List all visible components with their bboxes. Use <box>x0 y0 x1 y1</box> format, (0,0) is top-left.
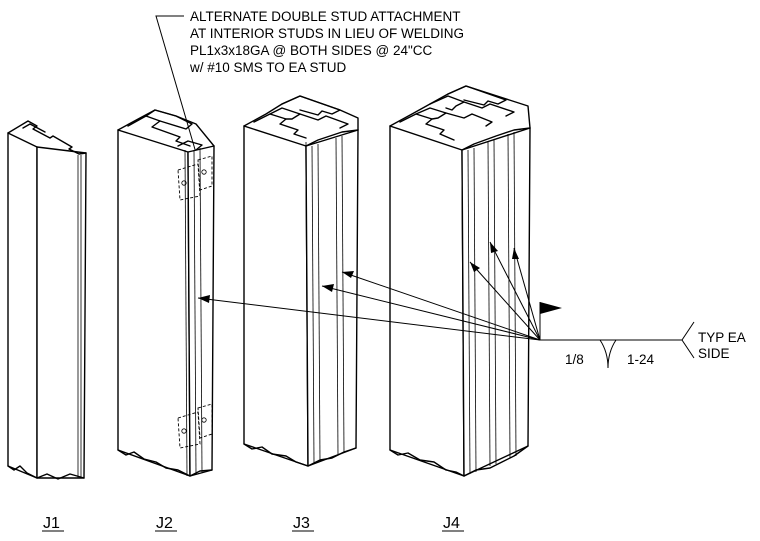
weld-length-pitch: 1-24 <box>627 352 655 367</box>
weld-tail-note-line-2: SIDE <box>698 346 730 361</box>
label-j3: J3 <box>293 515 310 532</box>
stud-j1 <box>7 120 87 480</box>
attachment-note: ALTERNATE DOUBLE STUD ATTACHMENT AT INTE… <box>189 9 464 75</box>
note-line-4: w/ #10 SMS TO EA STUD <box>189 60 347 75</box>
stud-j2 <box>117 109 215 477</box>
column-labels: J1 J2 J3 J4 <box>42 515 464 532</box>
note-line-1: ALTERNATE DOUBLE STUD ATTACHMENT <box>190 9 461 24</box>
stud-j3 <box>243 95 359 467</box>
weld-tail-note-line-1: TYP EA <box>698 330 746 345</box>
label-j1: J1 <box>43 515 60 532</box>
label-j4: J4 <box>443 515 460 532</box>
note-line-3: PL1x3x18GA @ BOTH SIDES @ 24"CC <box>190 43 433 58</box>
note-line-2: AT INTERIOR STUDS IN LIEU OF WELDING <box>190 26 464 41</box>
stud-j4 <box>389 85 531 477</box>
label-j2: J2 <box>156 515 173 532</box>
weld-symbol: 1/8 1-24 TYP EA SIDE <box>197 241 746 369</box>
weld-size: 1/8 <box>565 352 584 367</box>
